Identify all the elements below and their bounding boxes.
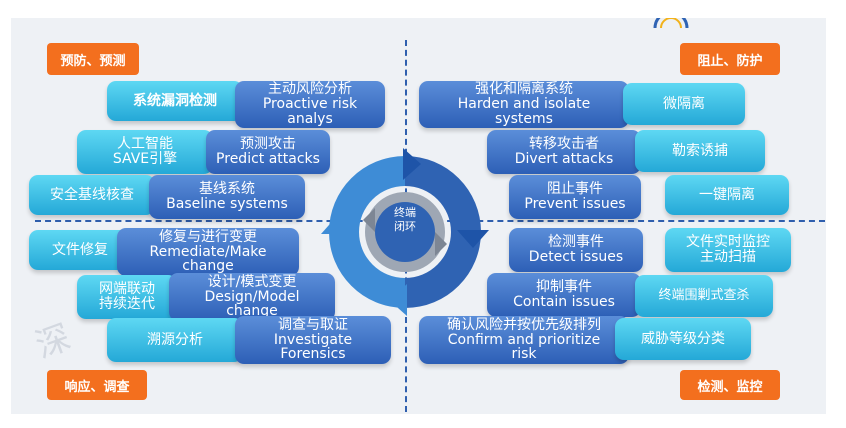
file-monitor-line2: 主动扫描 [700, 249, 756, 265]
quadrant-label-predict: 预防、预测 [47, 43, 139, 75]
design-en1: Design/Model [204, 288, 300, 305]
divert-attacks-box: 转移攻击者 Divert attacks [487, 130, 641, 174]
predict-attacks-box: 预测攻击 Predict attacks [206, 130, 330, 174]
prevent-cn: 阻止事件 [547, 181, 603, 198]
cycle-ring [321, 148, 489, 316]
baseline-check-box: 安全基线核查 [29, 175, 155, 215]
vuln-detect-label: 系统漏洞检测 [133, 92, 217, 109]
diagram-canvas: 预防、预测 阻止、防护 响应、调查 检测、监控 终端 闭环 系统漏洞检测 主动风… [11, 18, 826, 414]
detect-issues-box: 检测事件 Detect issues [509, 228, 643, 272]
proactive-en1: Proactive risk [262, 96, 358, 113]
linkage-line1: 网端联动 [99, 281, 155, 298]
predict-en: Predict attacks [216, 151, 320, 167]
perimeter-label: 终端围剿式查杀 [658, 288, 750, 304]
detect-en: Detect issues [528, 249, 624, 265]
trace-label: 溯源分析 [147, 331, 203, 348]
threat-label: 威胁等级分类 [641, 330, 725, 347]
design-change-box: 设计/模式变更 Design/Model change [169, 273, 335, 321]
ransom-label: 勒索诱捕 [672, 142, 728, 159]
remediate-en1: Remediate/Make [149, 243, 267, 260]
confirm-en1: Confirm and prioritize [447, 331, 601, 348]
remediate-box: 修复与进行变更 Remediate/Make change [117, 228, 299, 276]
threat-level-box: 威胁等级分类 [615, 318, 751, 360]
quadrant-label-detect: 检测、监控 [680, 370, 780, 400]
prevent-issues-box: 阻止事件 Prevent issues [509, 175, 641, 219]
remediate-en2: change [182, 258, 234, 275]
file-monitor-line1: 文件实时监控 [686, 234, 770, 251]
perimeter-kill-box: 终端围剿式查杀 [635, 275, 773, 317]
harden-isolate-box: 强化和隔离系统 Harden and isolate systems [419, 81, 629, 128]
harden-en2: systems [495, 110, 553, 127]
logo-icon [653, 18, 689, 28]
proactive-cn: 主动风险分析 [268, 81, 352, 98]
ai-line2: SAVE引擎 [112, 151, 178, 167]
quadrant-label-prevent: 阻止、防护 [680, 43, 780, 75]
baseline-en: Baseline systems [166, 196, 288, 212]
one-click-isolate-box: 一键隔离 [665, 175, 789, 215]
baseline-check-label: 安全基线核查 [50, 186, 134, 203]
micro-label: 微隔离 [663, 95, 705, 112]
vuln-detect-box: 系统漏洞检测 [107, 81, 243, 121]
divert-en: Divert attacks [514, 151, 614, 167]
file-monitor-box: 文件实时监控 主动扫描 [665, 228, 791, 272]
proactive-risk-box: 主动风险分析 Proactive risk analys [235, 81, 385, 128]
harden-cn: 强化和隔离系统 [475, 81, 573, 98]
center-label: 终端 闭环 [385, 206, 425, 234]
quadrant-label-respond: 响应、调查 [47, 370, 147, 400]
divert-cn: 转移攻击者 [529, 136, 599, 153]
investigate-en2: Forensics [280, 346, 346, 363]
ai-line1: 人工智能 [117, 136, 173, 153]
confirm-cn: 确认风险并按优先级排列 [447, 316, 601, 333]
file-repair-label: 文件修复 [52, 241, 108, 258]
contain-issues-box: 抑制事件 Contain issues [487, 273, 641, 317]
file-repair-box: 文件修复 [29, 230, 131, 270]
watermark: 深 [30, 317, 77, 367]
confirm-prioritize-box: 确认风险并按优先级排列 Confirm and prioritize risk [419, 316, 629, 364]
baseline-cn: 基线系统 [199, 181, 255, 198]
predict-cn: 预测攻击 [240, 136, 296, 153]
design-en2: change [226, 303, 278, 320]
micro-isolation-box: 微隔离 [623, 83, 745, 125]
investigate-cn: 调查与取证 [278, 316, 348, 333]
harden-en1: Harden and isolate [457, 96, 591, 113]
contain-cn: 抑制事件 [536, 279, 592, 296]
ransom-trap-box: 勒索诱捕 [635, 130, 765, 172]
linkage-box: 网端联动 持续迭代 [77, 275, 177, 319]
investigate-box: 调查与取证 Investigate Forensics [235, 316, 391, 364]
prevent-en: Prevent issues [524, 196, 626, 212]
trace-analysis-box: 溯源分析 [107, 318, 243, 362]
remediate-cn: 修复与进行变更 [159, 228, 257, 245]
baseline-systems-box: 基线系统 Baseline systems [149, 175, 305, 219]
contain-en: Contain issues [513, 294, 615, 310]
investigate-en1: Investigate [273, 331, 353, 348]
design-cn: 设计/模式变更 [207, 273, 297, 290]
center-label-line1: 终端 [394, 206, 416, 219]
detect-cn: 检测事件 [548, 234, 604, 251]
center-label-line2: 闭环 [394, 219, 416, 233]
confirm-en2: risk [511, 346, 537, 363]
proactive-en2: analys [287, 110, 333, 127]
isolate-label: 一键隔离 [699, 186, 755, 203]
ai-engine-box: 人工智能 SAVE引擎 [77, 130, 213, 174]
linkage-line2: 持续迭代 [99, 296, 155, 312]
